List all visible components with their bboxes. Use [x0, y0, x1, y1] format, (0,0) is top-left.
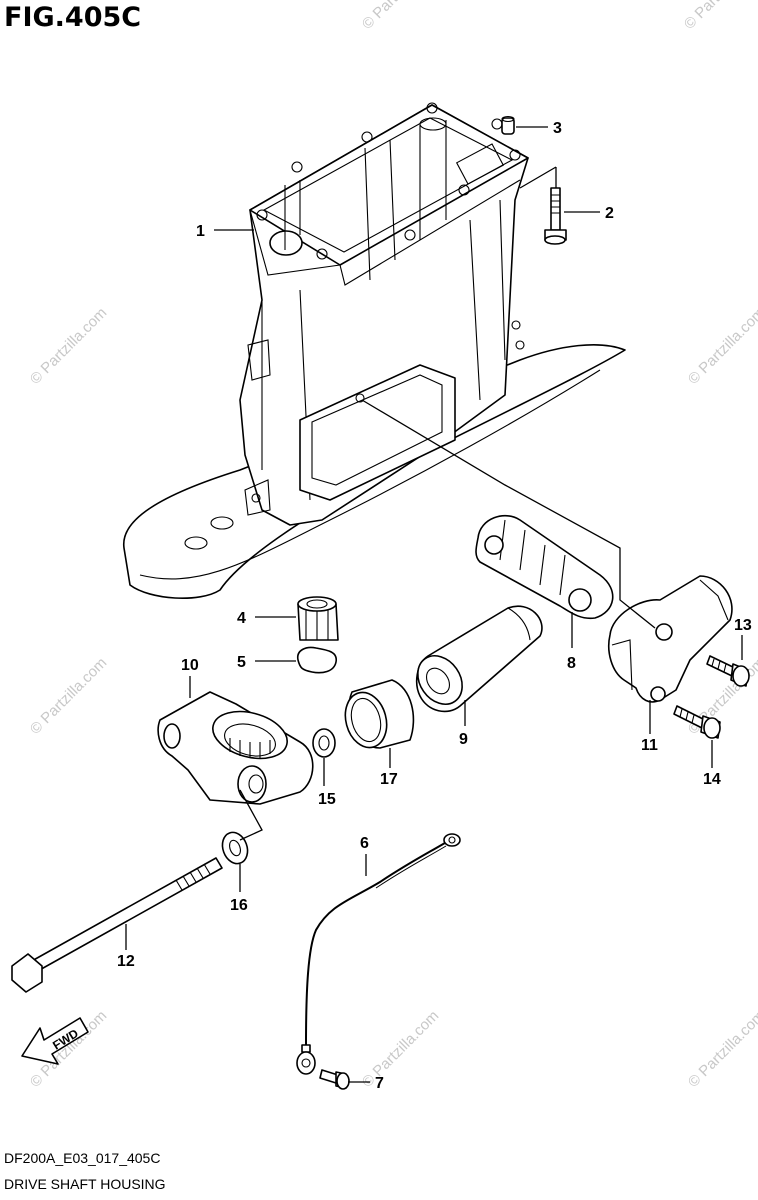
callout-10: 10	[181, 657, 199, 674]
bolt-2	[544, 187, 567, 245]
long-bolt-12	[11, 857, 223, 993]
watermark: © Partzilla.com	[685, 1007, 758, 1090]
callout-16: 16	[230, 897, 248, 914]
washer-15	[312, 728, 336, 758]
watermark: © Partzilla.com	[27, 654, 110, 737]
bracket-10	[157, 691, 314, 805]
callout-1: 1	[196, 223, 205, 240]
dowel-pin	[501, 115, 515, 135]
watermark: © Partzilla.com	[681, 0, 758, 33]
screw-7	[319, 1069, 350, 1090]
watermark: © Partzilla.com	[685, 304, 758, 387]
callout-17: 17	[380, 771, 398, 788]
callout-13: 13	[734, 617, 752, 634]
callout-2: 2	[605, 205, 614, 222]
callout-3: 3	[553, 120, 562, 137]
callout-9: 9	[459, 731, 468, 748]
callout-14: 14	[703, 771, 721, 788]
ground-wire-6	[296, 833, 461, 1075]
washer-5	[296, 646, 338, 674]
mount-bushing-9	[415, 605, 543, 713]
watermark: © Partzilla.com	[359, 1007, 442, 1090]
diagram-code: DF200A_E03_017_405C	[4, 1150, 161, 1166]
rubber-mount-8	[475, 514, 614, 620]
bolt-14	[673, 705, 721, 739]
watermark: © Partzilla.com	[27, 304, 110, 387]
washer-16	[221, 831, 249, 865]
figure-title: FIG.405C	[4, 2, 142, 33]
callout-4: 4	[237, 610, 246, 627]
callout-11: 11	[641, 737, 658, 754]
callout-7: 7	[375, 1075, 384, 1092]
callout-5: 5	[237, 654, 246, 671]
mount-cover-11	[608, 575, 733, 703]
watermark: © Partzilla.com	[359, 0, 442, 33]
callout-labels: 1 2 3 4 5 6 7 8 9 10 11 12 13 14 15 16 1…	[117, 120, 752, 1092]
sleeve-17	[344, 679, 415, 749]
diagram-caption: DRIVE SHAFT HOUSING	[4, 1176, 166, 1192]
callout-6: 6	[360, 835, 369, 852]
callout-12: 12	[117, 953, 135, 970]
drive-shaft-housing	[123, 102, 626, 599]
leader-lines	[125, 126, 743, 1083]
nut-4	[297, 596, 339, 641]
callout-15: 15	[318, 791, 336, 808]
bolt-13	[706, 655, 750, 687]
callout-8: 8	[567, 655, 576, 672]
